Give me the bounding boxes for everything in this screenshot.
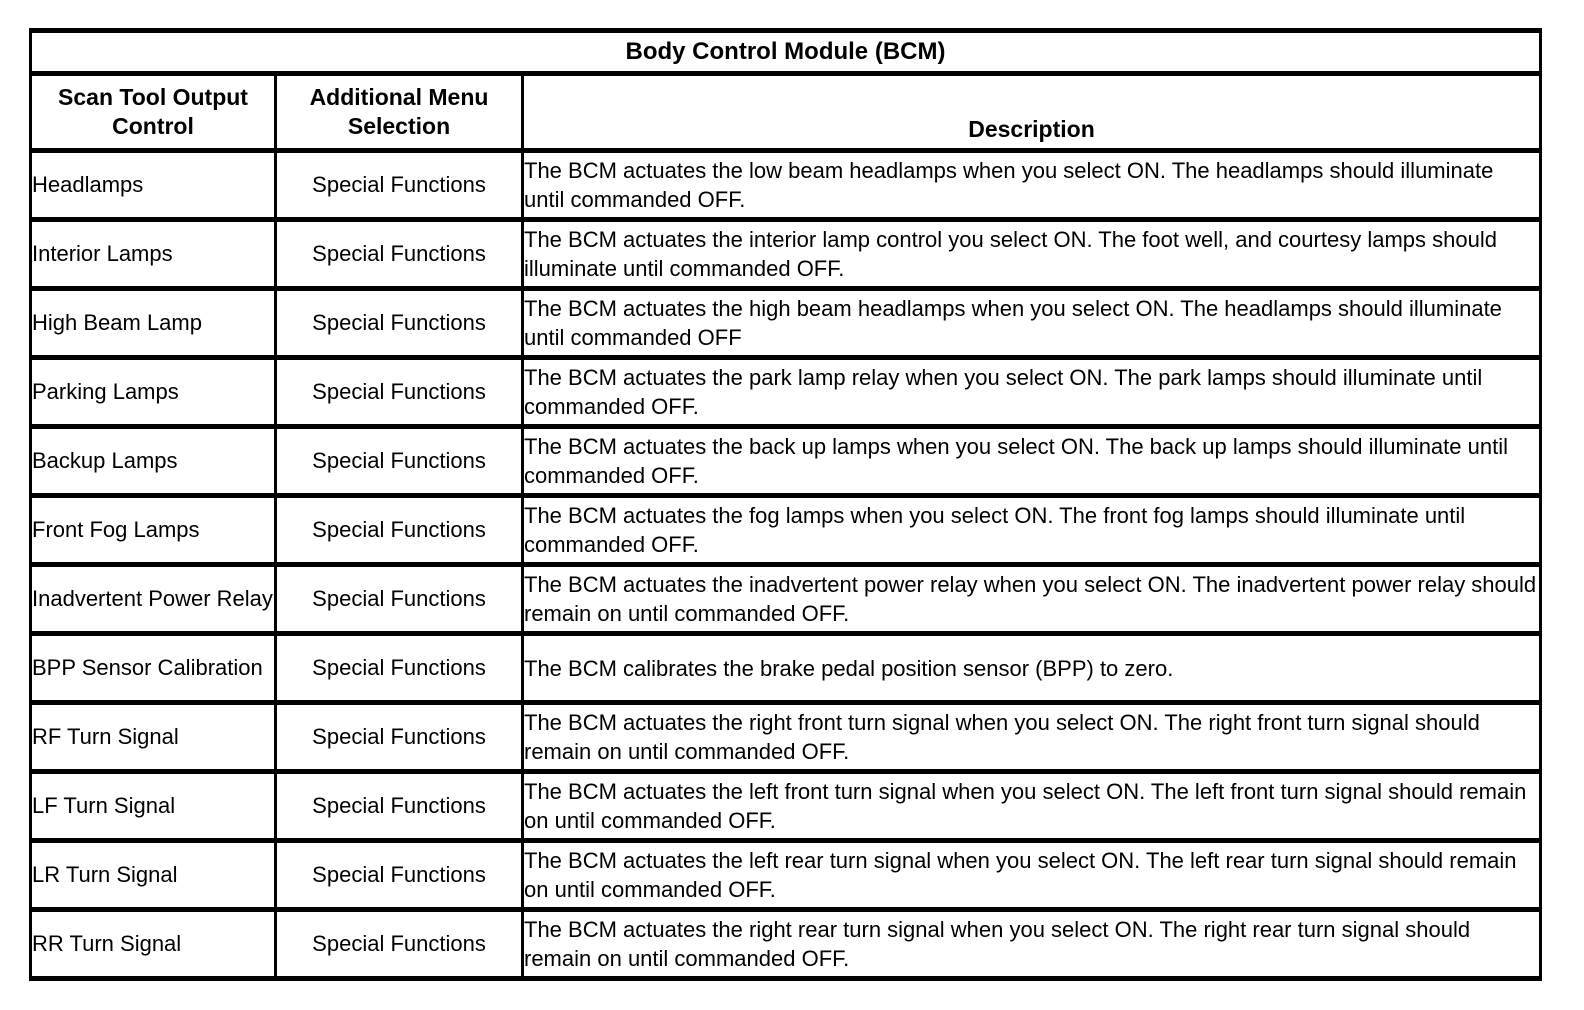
additional-menu-selection-cell: Special Functions bbox=[274, 493, 524, 567]
scan-tool-output-control-cell: RR Turn Signal bbox=[29, 907, 277, 981]
table-row: Backup Lamps Special Functions The BCM a… bbox=[29, 424, 1542, 498]
scan-tool-output-control-cell: LR Turn Signal bbox=[29, 838, 277, 912]
bcm-output-controls-table: Body Control Module (BCM) Scan Tool Outp… bbox=[29, 28, 1542, 981]
table-title-row: Body Control Module (BCM) bbox=[29, 28, 1542, 76]
additional-menu-selection-cell: Special Functions bbox=[274, 148, 524, 222]
scan-tool-output-control-cell: Front Fog Lamps bbox=[29, 493, 277, 567]
additional-menu-selection-cell: Special Functions bbox=[274, 355, 524, 429]
description-cell: The BCM calibrates the brake pedal posit… bbox=[521, 631, 1542, 705]
scan-tool-output-control-cell: LF Turn Signal bbox=[29, 769, 277, 843]
scan-tool-output-control-cell: Headlamps bbox=[29, 148, 277, 222]
description-cell: The BCM actuates the park lamp relay whe… bbox=[521, 355, 1542, 429]
description-cell: The BCM actuates the inadvertent power r… bbox=[521, 562, 1542, 636]
description-cell: The BCM actuates the left front turn sig… bbox=[521, 769, 1542, 843]
table-row: RR Turn Signal Special Functions The BCM… bbox=[29, 907, 1542, 981]
description-cell: The BCM actuates the low beam headlamps … bbox=[521, 148, 1542, 222]
scan-tool-output-control-cell: Inadvertent Power Relay bbox=[29, 562, 277, 636]
table-row: Inadvertent Power Relay Special Function… bbox=[29, 562, 1542, 636]
additional-menu-selection-cell: Special Functions bbox=[274, 217, 524, 291]
description-cell: The BCM actuates the interior lamp contr… bbox=[521, 217, 1542, 291]
scan-tool-output-control-cell: Parking Lamps bbox=[29, 355, 277, 429]
table-row: Interior Lamps Special Functions The BCM… bbox=[29, 217, 1542, 291]
additional-menu-selection-cell: Special Functions bbox=[274, 286, 524, 360]
scan-tool-output-control-cell: BPP Sensor Calibration bbox=[29, 631, 277, 705]
description-cell: The BCM actuates the fog lamps when you … bbox=[521, 493, 1542, 567]
table-body: Body Control Module (BCM) Scan Tool Outp… bbox=[29, 28, 1542, 981]
scan-tool-output-control-cell: RF Turn Signal bbox=[29, 700, 277, 774]
table-row: Headlamps Special Functions The BCM actu… bbox=[29, 148, 1542, 222]
table-row: High Beam Lamp Special Functions The BCM… bbox=[29, 286, 1542, 360]
table-row: Parking Lamps Special Functions The BCM … bbox=[29, 355, 1542, 429]
column-header-additional-menu-selection: Additional Menu Selection bbox=[274, 71, 524, 153]
description-cell: The BCM actuates the right front turn si… bbox=[521, 700, 1542, 774]
description-cell: The BCM actuates the high beam headlamps… bbox=[521, 286, 1542, 360]
table-header-row: Scan Tool Output Control Additional Menu… bbox=[29, 71, 1542, 153]
column-header-scan-tool-output-control: Scan Tool Output Control bbox=[29, 71, 277, 153]
scan-tool-output-control-cell: Backup Lamps bbox=[29, 424, 277, 498]
additional-menu-selection-cell: Special Functions bbox=[274, 424, 524, 498]
additional-menu-selection-cell: Special Functions bbox=[274, 700, 524, 774]
additional-menu-selection-cell: Special Functions bbox=[274, 631, 524, 705]
description-cell: The BCM actuates the left rear turn sign… bbox=[521, 838, 1542, 912]
table-row: BPP Sensor Calibration Special Functions… bbox=[29, 631, 1542, 705]
table-row: LF Turn Signal Special Functions The BCM… bbox=[29, 769, 1542, 843]
description-cell: The BCM actuates the right rear turn sig… bbox=[521, 907, 1542, 981]
additional-menu-selection-cell: Special Functions bbox=[274, 562, 524, 636]
table-title: Body Control Module (BCM) bbox=[29, 28, 1542, 76]
table-row: RF Turn Signal Special Functions The BCM… bbox=[29, 700, 1542, 774]
scan-tool-output-control-cell: High Beam Lamp bbox=[29, 286, 277, 360]
table-row: Front Fog Lamps Special Functions The BC… bbox=[29, 493, 1542, 567]
additional-menu-selection-cell: Special Functions bbox=[274, 907, 524, 981]
description-cell: The BCM actuates the back up lamps when … bbox=[521, 424, 1542, 498]
table-row: LR Turn Signal Special Functions The BCM… bbox=[29, 838, 1542, 912]
column-header-description: Description bbox=[521, 71, 1542, 153]
scan-tool-output-control-cell: Interior Lamps bbox=[29, 217, 277, 291]
additional-menu-selection-cell: Special Functions bbox=[274, 769, 524, 843]
additional-menu-selection-cell: Special Functions bbox=[274, 838, 524, 912]
